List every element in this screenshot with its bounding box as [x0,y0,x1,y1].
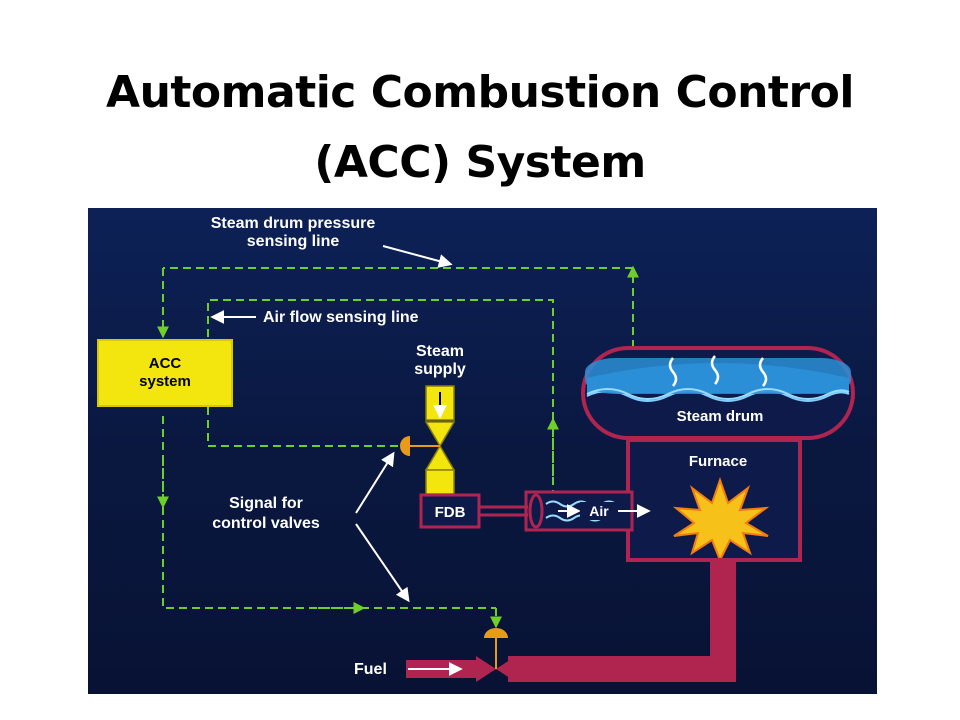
steam-drum-label: Steam drum [677,408,764,425]
signal-label-1: Signal for [229,495,303,512]
furnace-label: Furnace [689,453,747,470]
fuel-valve [476,656,496,682]
steam-supply-label-2: supply [414,361,466,378]
sensing-lines [157,265,639,629]
acc-label-1: ACC [149,355,182,372]
steam-supply-pipe [400,385,456,495]
fuel-label: Fuel [354,661,387,678]
airflow-line [207,299,554,498]
acc-label-2: system [139,373,191,390]
steam-drum-pressure-label-2: sensing line [247,233,340,250]
callout-arrows [210,245,453,603]
title-line-2: (ACC) System [314,137,646,188]
signal-label-2: control valves [212,515,320,532]
furnace: Furnace [626,438,802,563]
fdb-fan: FDB [419,493,544,529]
fuel-pipe [406,558,736,682]
air-duct: Air [524,490,651,532]
fdb-label: FDB [435,504,466,521]
steam-wave-2 [710,355,720,385]
acc-system-diagram: ACC system Steam drum Furnace Air [88,208,877,694]
steam-wave-3 [758,357,768,387]
steam-wave-1 [668,357,678,387]
steam-drum: Steam drum [581,346,855,440]
steam-supply-label-1: Steam [416,343,464,360]
fan-blade-icon [528,493,544,529]
air-label: Air [589,503,609,519]
fuel-valve-actuator [484,628,508,638]
acc-system-box: ACC system [97,339,233,407]
steam-valve-actuator [400,436,410,456]
slide-title: Automatic Combustion Control (ACC) Syste… [0,58,960,198]
air-flow-label: Air flow sensing line [263,309,419,326]
steam-drum-pressure-label-1: Steam drum pressure [211,215,376,232]
title-line-1: Automatic Combustion Control [106,67,854,118]
